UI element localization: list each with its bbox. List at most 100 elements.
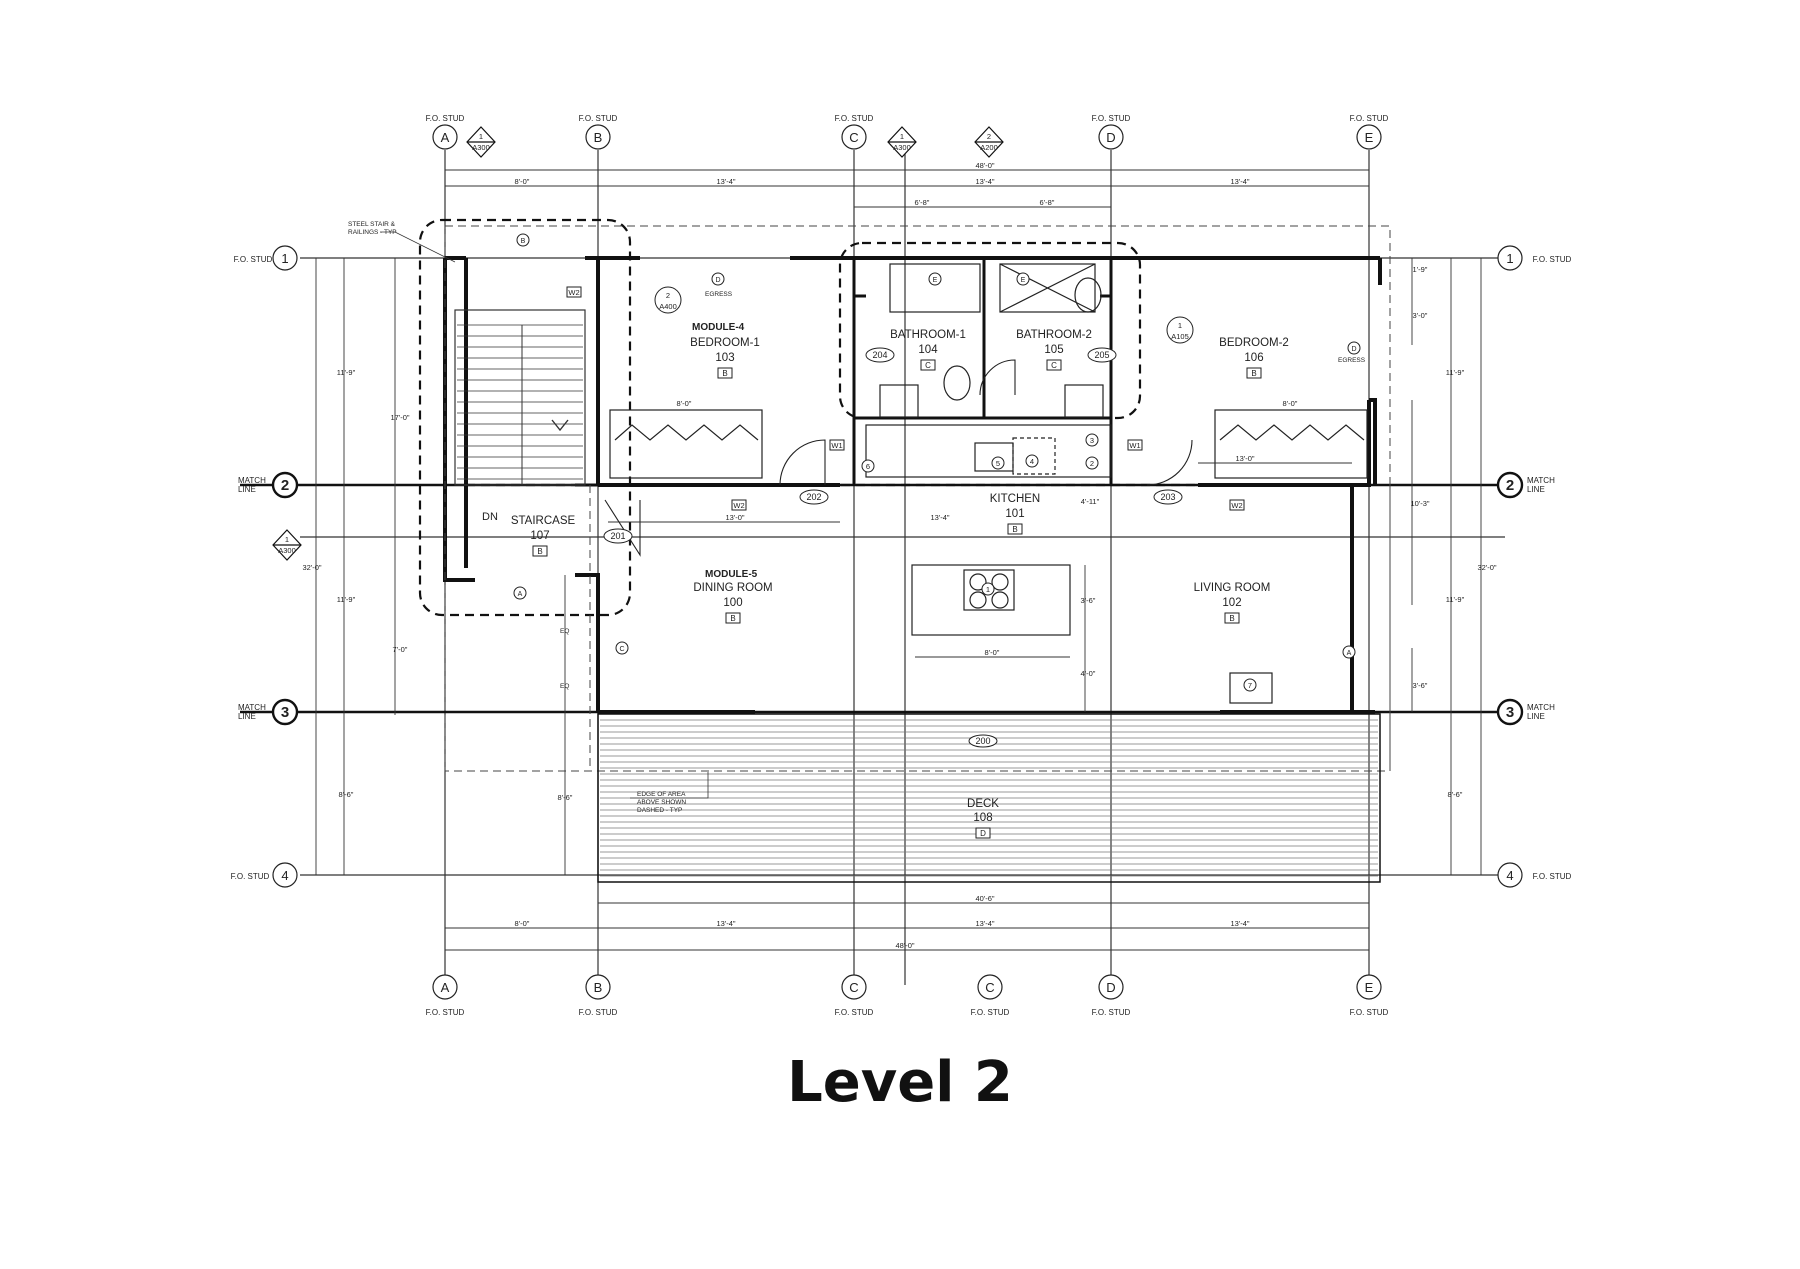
dim-row23-right: 11'-9" xyxy=(1446,595,1465,604)
grid-row-1-right: 1 xyxy=(1506,251,1513,266)
room-number: 107 xyxy=(530,530,549,542)
keynote-tag: 4 xyxy=(1030,457,1034,466)
grid-row-3-left: 3 xyxy=(281,704,289,721)
match-line-label: MATCH xyxy=(238,703,266,712)
grid-col-a-bottom: A xyxy=(441,980,450,995)
match-line-labels: 2 2 3 3 xyxy=(281,477,1514,721)
kitchen-fixtures xyxy=(865,424,1273,704)
dim-stair-depth: 17'-0" xyxy=(390,413,409,422)
grid-col-d-bottom: D xyxy=(1106,980,1115,995)
dim-right-top-1: 1'-9" xyxy=(1413,265,1428,274)
wall-tag: D xyxy=(1351,346,1356,353)
room-finish-tag: C xyxy=(925,361,931,370)
window-tag: W2 xyxy=(568,288,579,297)
interior-walls xyxy=(575,258,1113,487)
wall-tag: E xyxy=(933,277,938,284)
steel-stair-note: STEEL STAIR & xyxy=(348,221,396,228)
dim-right-corridor: 13'-0" xyxy=(1235,454,1254,463)
room-name: DECK xyxy=(967,798,999,810)
room-name: DINING ROOM xyxy=(693,582,772,594)
dim-row34-right: 8'-6" xyxy=(1448,790,1463,799)
room-number: 106 xyxy=(1244,352,1263,364)
window-tag: W2 xyxy=(1231,501,1242,510)
dim-island-height: 3'-6" xyxy=(1081,596,1096,605)
dim-bath-right: 6'-8" xyxy=(1040,198,1055,207)
notes: STEEL STAIR & RAILINGS - TYP EDGE OF ARE… xyxy=(348,221,1366,814)
room-finish-tag: B xyxy=(1229,614,1234,623)
grid-row-4-right: 4 xyxy=(1506,868,1513,883)
section-markers xyxy=(272,126,1004,561)
dim-overall-width-bottom: 48'-0" xyxy=(895,941,914,950)
section-marker-sheet: A300 xyxy=(472,143,490,152)
door-tag: 203 xyxy=(1160,492,1175,502)
module-4-label: MODULE-4 xyxy=(692,322,745,333)
window-tag: W1 xyxy=(1129,441,1140,450)
fo-stud-label: F.O. STUD xyxy=(426,114,465,123)
dim-left-low: 7'-0" xyxy=(393,645,408,654)
steel-stair-note: RAILINGS - TYP xyxy=(348,229,397,236)
room-finish-tag: B xyxy=(1012,525,1017,534)
keynotes: 1 2 3 4 5 6 7 xyxy=(866,436,1252,690)
stair-run xyxy=(454,309,586,486)
note-leaders xyxy=(380,231,709,799)
grid-col-e-top: E xyxy=(1365,130,1374,145)
edge-area-note: ABOVE SHOWN xyxy=(637,799,686,806)
dim-bay-de-bottom: 13'-4" xyxy=(1230,919,1249,928)
module-5-label: MODULE-5 xyxy=(705,569,758,580)
grid-col-a-top: A xyxy=(441,130,450,145)
section-marker-text: 1 A300 1 A300 2 A200 1 A300 xyxy=(278,132,998,555)
wall-tags: B A C A D D E E xyxy=(518,238,1357,657)
dim-kitchen-side: 4'-11" xyxy=(1081,497,1100,506)
door-tag: 202 xyxy=(806,492,821,502)
wall-tag: C xyxy=(619,646,624,653)
dim-right-mid: 10'-3" xyxy=(1410,499,1429,508)
keynote-tag: 1 xyxy=(986,585,990,594)
wall-tag: A xyxy=(518,591,523,598)
room-finish-tag: B xyxy=(722,369,727,378)
room-finish-tag: D xyxy=(980,829,986,838)
grid-col-b-bottom: B xyxy=(594,980,603,995)
door-tag-ovals xyxy=(603,347,1183,748)
match-line-label: LINE xyxy=(238,485,256,494)
dim-row12-right: 11'-9" xyxy=(1446,368,1465,377)
fo-stud-label: F.O. STUD xyxy=(835,114,874,123)
fo-stud-label: F.O. STUD xyxy=(579,114,618,123)
detail-marker-num: 1 xyxy=(1178,321,1182,330)
fo-stud-label: F.O. STUD xyxy=(231,872,270,881)
dim-island-width: 8'-0" xyxy=(985,648,1000,657)
edge-area-note: DASHED - TYP xyxy=(637,807,682,814)
fo-stud-label: F.O. STUD xyxy=(1092,1008,1131,1017)
fo-stud-labels: F.O. STUD F.O. STUD F.O. STUD F.O. STUD … xyxy=(231,114,1572,1017)
room-name: BATHROOM-2 xyxy=(1016,329,1092,341)
room-finish-tag: B xyxy=(537,547,542,556)
fo-stud-label: F.O. STUD xyxy=(1533,255,1572,264)
dim-right-top-2: 3'-0" xyxy=(1413,311,1428,320)
dim-corridor: 13'-0" xyxy=(725,513,744,522)
dim-row23-left: 11'-9" xyxy=(337,595,356,604)
dim-deck-depth: 8'-6" xyxy=(558,793,573,802)
section-marker-num: 2 xyxy=(987,132,991,141)
grid-lines xyxy=(300,150,1505,985)
dim-row34-left: 8'-6" xyxy=(339,790,354,799)
room-number: 102 xyxy=(1222,597,1241,609)
grid-row-2-left: 2 xyxy=(281,477,289,494)
dim-bay-cd-bottom: 13'-4" xyxy=(975,919,994,928)
dim-overall-depth-left: 32'-0" xyxy=(302,563,321,572)
door-swings xyxy=(604,359,1193,557)
keynote-circles xyxy=(861,433,1257,692)
window-tags: W2 W2 W2 W1 W1 xyxy=(568,288,1242,510)
eq-note: EQ xyxy=(560,683,569,690)
dim-bay-bc-bottom: 13'-4" xyxy=(716,919,735,928)
bath-fixtures xyxy=(879,263,1104,418)
dimension-lines xyxy=(315,169,1482,951)
match-line-label: LINE xyxy=(1527,712,1545,721)
section-marker-num: 1 xyxy=(900,132,904,141)
keynote-tag: 7 xyxy=(1248,681,1252,690)
fo-stud-label: F.O. STUD xyxy=(234,255,273,264)
section-marker-sheet: A300 xyxy=(278,546,296,555)
door-tag: 204 xyxy=(872,350,887,360)
grid-row-3-right: 3 xyxy=(1506,704,1514,721)
wall-tag: D xyxy=(715,277,720,284)
dim-overall-width-top: 48'-0" xyxy=(975,161,994,170)
section-marker-num: 1 xyxy=(479,132,483,141)
